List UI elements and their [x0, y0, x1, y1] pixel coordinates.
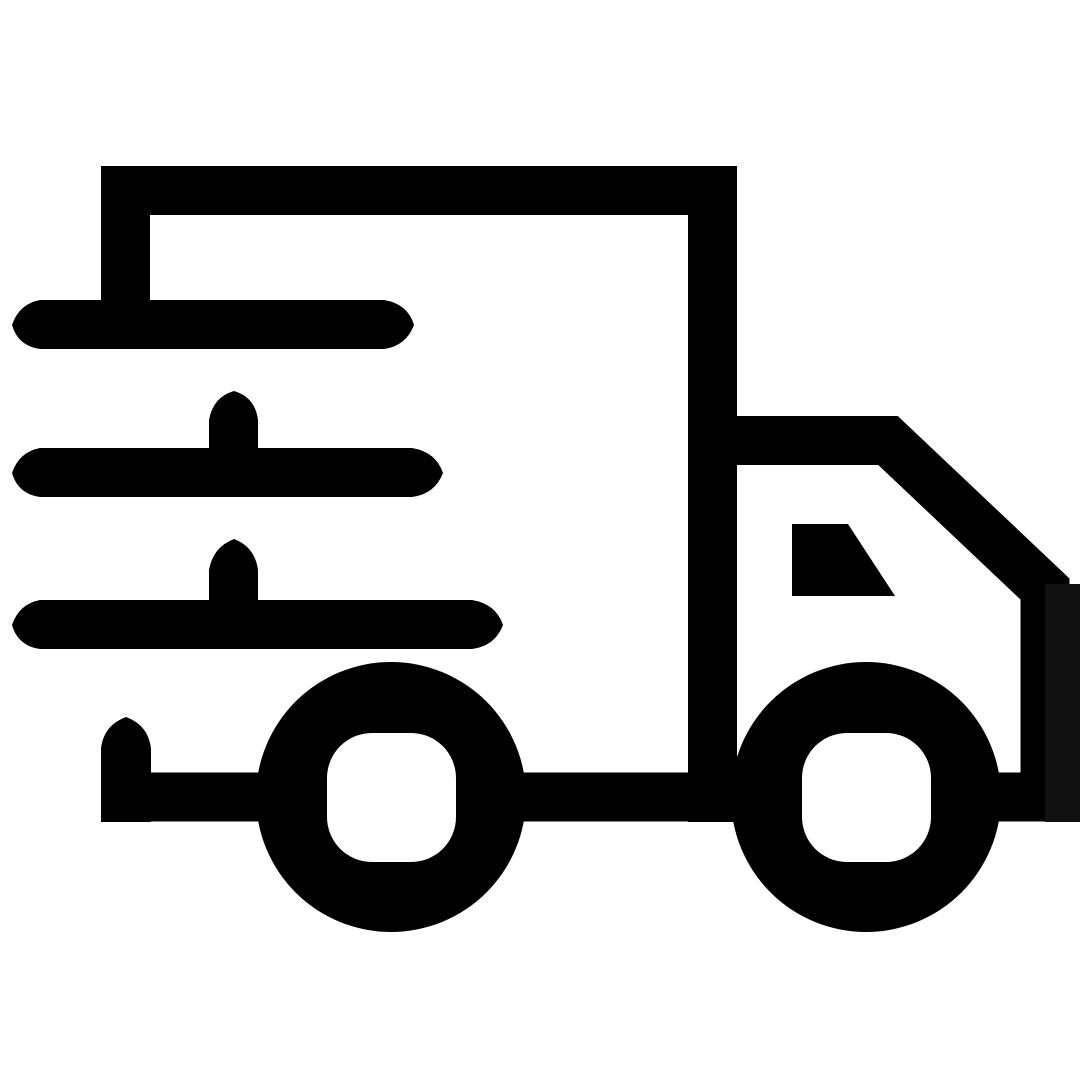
box-bottom-stub — [101, 717, 151, 822]
speed-line-2 — [12, 391, 443, 497]
speed-lines — [12, 300, 503, 649]
speed-line-3 — [12, 539, 503, 649]
cab-edge — [1045, 584, 1080, 822]
cab-window — [792, 524, 895, 596]
front-wheel — [731, 662, 1001, 932]
rear-wheel — [256, 662, 526, 932]
speed-line-1 — [12, 300, 414, 349]
